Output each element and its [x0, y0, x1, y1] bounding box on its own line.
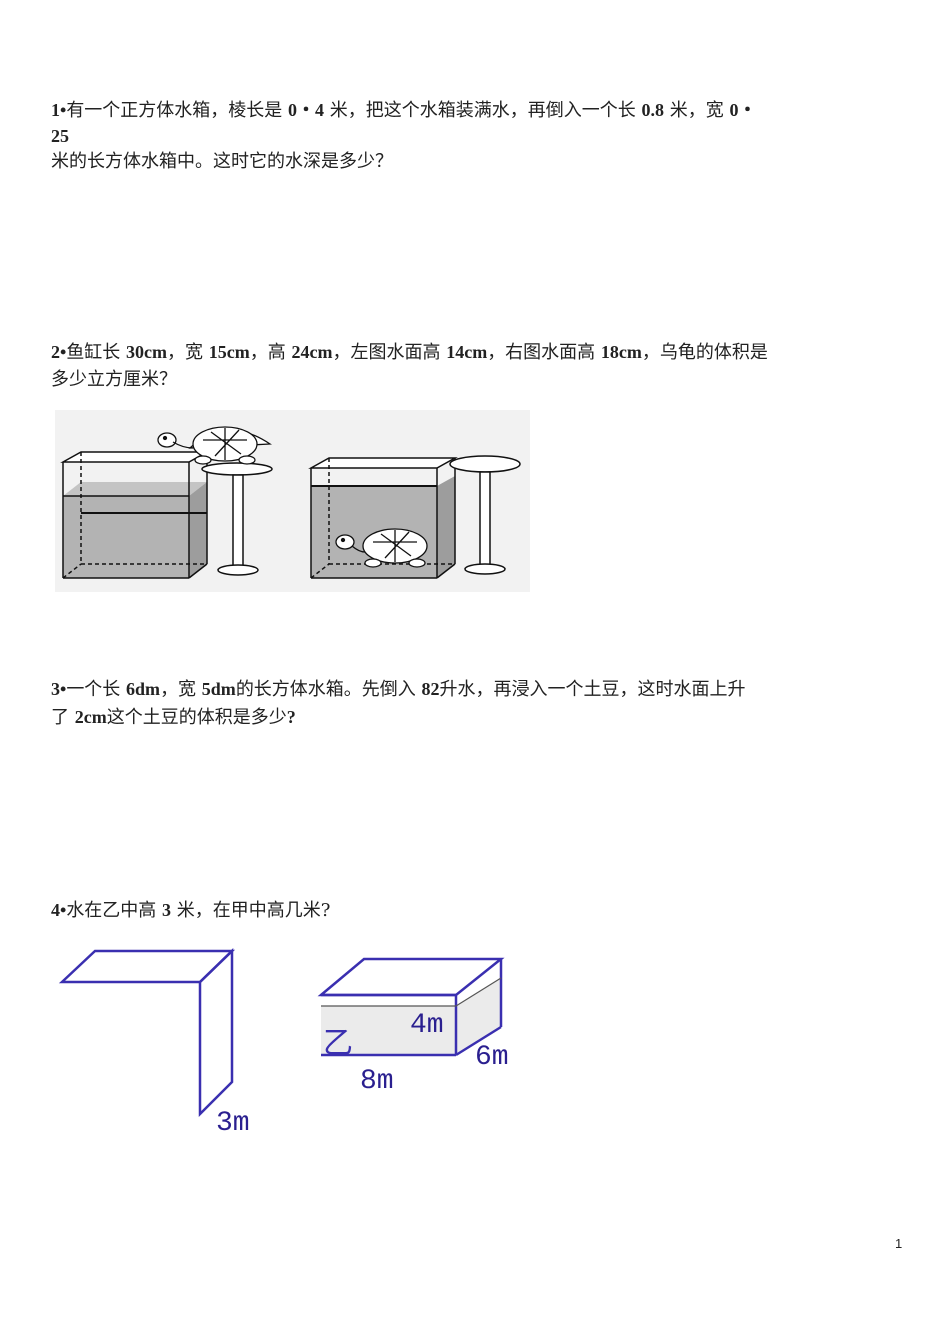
turtle-on-stand-icon — [157, 426, 272, 465]
value: 15cm — [208, 342, 250, 362]
question-3-line-2: 了 2cm这个土豆的体积是多少? — [51, 704, 296, 731]
container-jia-figure: 3m — [58, 948, 250, 1134]
value: 30cm — [126, 342, 168, 362]
question-1-line-3: 米的长方体水箱中。这时它的水深是多少？ — [51, 151, 393, 172]
text: 这个土豆的体积是多少 — [106, 707, 287, 728]
text: ，左图水面高 — [332, 342, 441, 363]
question-number: 1• — [51, 100, 67, 120]
text: 了 — [51, 707, 69, 728]
text: 一个长 — [66, 679, 121, 700]
text: ，乌龟的体积是 — [641, 342, 768, 363]
value: 0・4 — [288, 100, 325, 120]
text: 的长方体水箱。先倒入 — [235, 679, 416, 700]
question-1-line-1: 1•有一个正方体水箱，棱长是 0・4 米，把这个水箱装满水，再倒入一个长 0.8… — [51, 97, 756, 124]
text: 有一个正方体水箱，棱长是 — [66, 100, 283, 121]
question-number: 4• — [51, 900, 67, 920]
question-2-line-1: 2•鱼缸长 30cm，宽 15cm，高 24cm，左图水面高 14cm，右图水面… — [51, 339, 768, 366]
value: 14cm — [446, 342, 488, 362]
label-4m: 4m — [410, 1010, 444, 1041]
container-yi-figure: 4m 乙 8m 6m — [317, 957, 509, 1095]
text: ，宽 — [167, 342, 204, 363]
question-3-line-1: 3•一个长 6dm，宽 5dm的长方体水箱。先倒入 82升水，再浸入一个土豆，这… — [51, 676, 746, 703]
text: ，右图水面高 — [487, 342, 596, 363]
question-2-line-2: 多少立方厘米？ — [51, 369, 177, 390]
value: 0.8 — [641, 100, 665, 120]
value: 3 — [162, 900, 172, 920]
left-tank — [60, 451, 210, 579]
value: 18cm — [600, 342, 642, 362]
value: 2cm — [74, 707, 107, 727]
left-stand — [201, 462, 273, 576]
question-4-line-1: 4•水在乙中高 3 米，在甲中高几米? — [51, 897, 330, 924]
value: 82 — [421, 679, 440, 699]
question-1-line-2: 25 — [51, 123, 69, 150]
value: 24cm — [291, 342, 333, 362]
text: 米，在甲中高几米? — [176, 900, 331, 921]
label-yi: 乙 — [323, 1026, 353, 1061]
label-8m: 8m — [360, 1066, 394, 1095]
text: 升水，再浸入一个土豆，这时水面上升 — [439, 679, 746, 700]
right-stand — [449, 455, 521, 575]
text: 米，宽 — [669, 100, 724, 121]
text: ，宽 — [160, 679, 197, 700]
value: 5dm — [201, 679, 236, 699]
label-6m: 6m — [475, 1042, 509, 1073]
question-number: 2• — [51, 342, 67, 362]
water-fill — [321, 1006, 456, 1055]
question-number: 3• — [51, 679, 67, 699]
text: ，高 — [249, 342, 286, 363]
label-3m: 3m — [216, 1108, 250, 1134]
turtle-in-tank-icon — [335, 528, 428, 568]
text: 水在乙中高 — [66, 900, 157, 921]
value: ? — [286, 707, 296, 727]
text: 米，把这个水箱装满水，再倒入一个长 — [329, 100, 636, 121]
value: 25 — [51, 126, 69, 146]
text: 鱼缸长 — [66, 342, 121, 363]
value: 0・ — [729, 100, 757, 120]
value: 6dm — [126, 679, 161, 699]
page-number: 1 — [895, 1236, 903, 1251]
fish-tank-turtle-figure — [55, 410, 530, 592]
